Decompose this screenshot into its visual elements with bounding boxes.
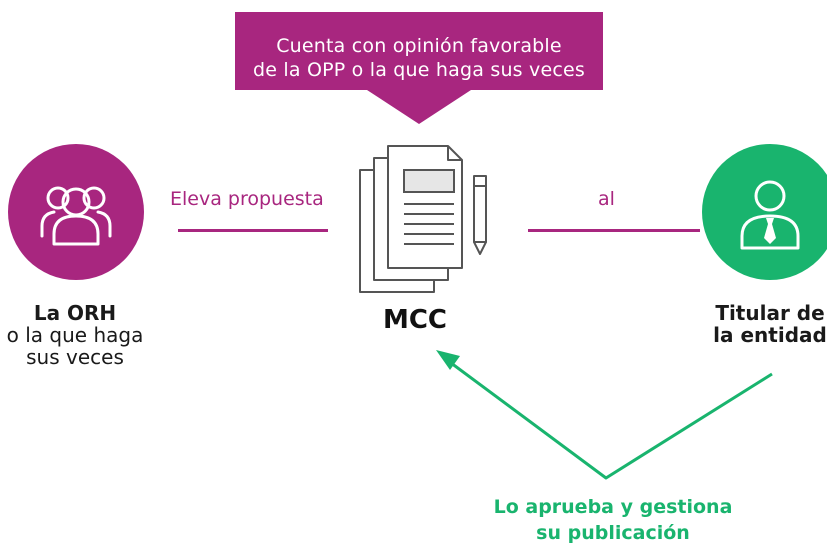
opinion-banner (235, 12, 603, 124)
titular-label: Titular de la entidad (690, 302, 827, 346)
banner-text: Cuenta con opinión favorable de la OPP o… (235, 34, 603, 82)
al-label: al (598, 188, 615, 210)
person-with-tie-icon (740, 180, 800, 250)
aprueba-label: Lo aprueba y gestiona su publicación (468, 494, 758, 546)
orh-title: La ORH (33, 301, 117, 325)
eleva-propuesta-label: Eleva propuesta (170, 188, 324, 210)
group-users-icon (40, 186, 112, 246)
titular-line-1: Titular de (715, 301, 825, 325)
mcc-label: MCC (382, 305, 448, 335)
orh-label: La ORH o la que haga sus veces (0, 302, 150, 368)
orh-line-3: sus veces (26, 345, 124, 369)
banner-line-2: de la OPP o la que haga sus veces (253, 59, 585, 81)
orh-circle (8, 144, 144, 280)
documents-with-pencil-icon (359, 145, 487, 293)
orh-line-2: o la que haga (6, 323, 144, 347)
left-connector-line (178, 229, 328, 232)
aprueba-line-2: su publicación (536, 522, 690, 544)
titular-line-2: la entidad (713, 323, 827, 347)
titular-circle (702, 144, 827, 280)
right-connector-line (528, 229, 700, 232)
aprueba-line-1: Lo aprueba y gestiona (493, 496, 733, 518)
banner-line-1: Cuenta con opinión favorable (276, 35, 562, 57)
